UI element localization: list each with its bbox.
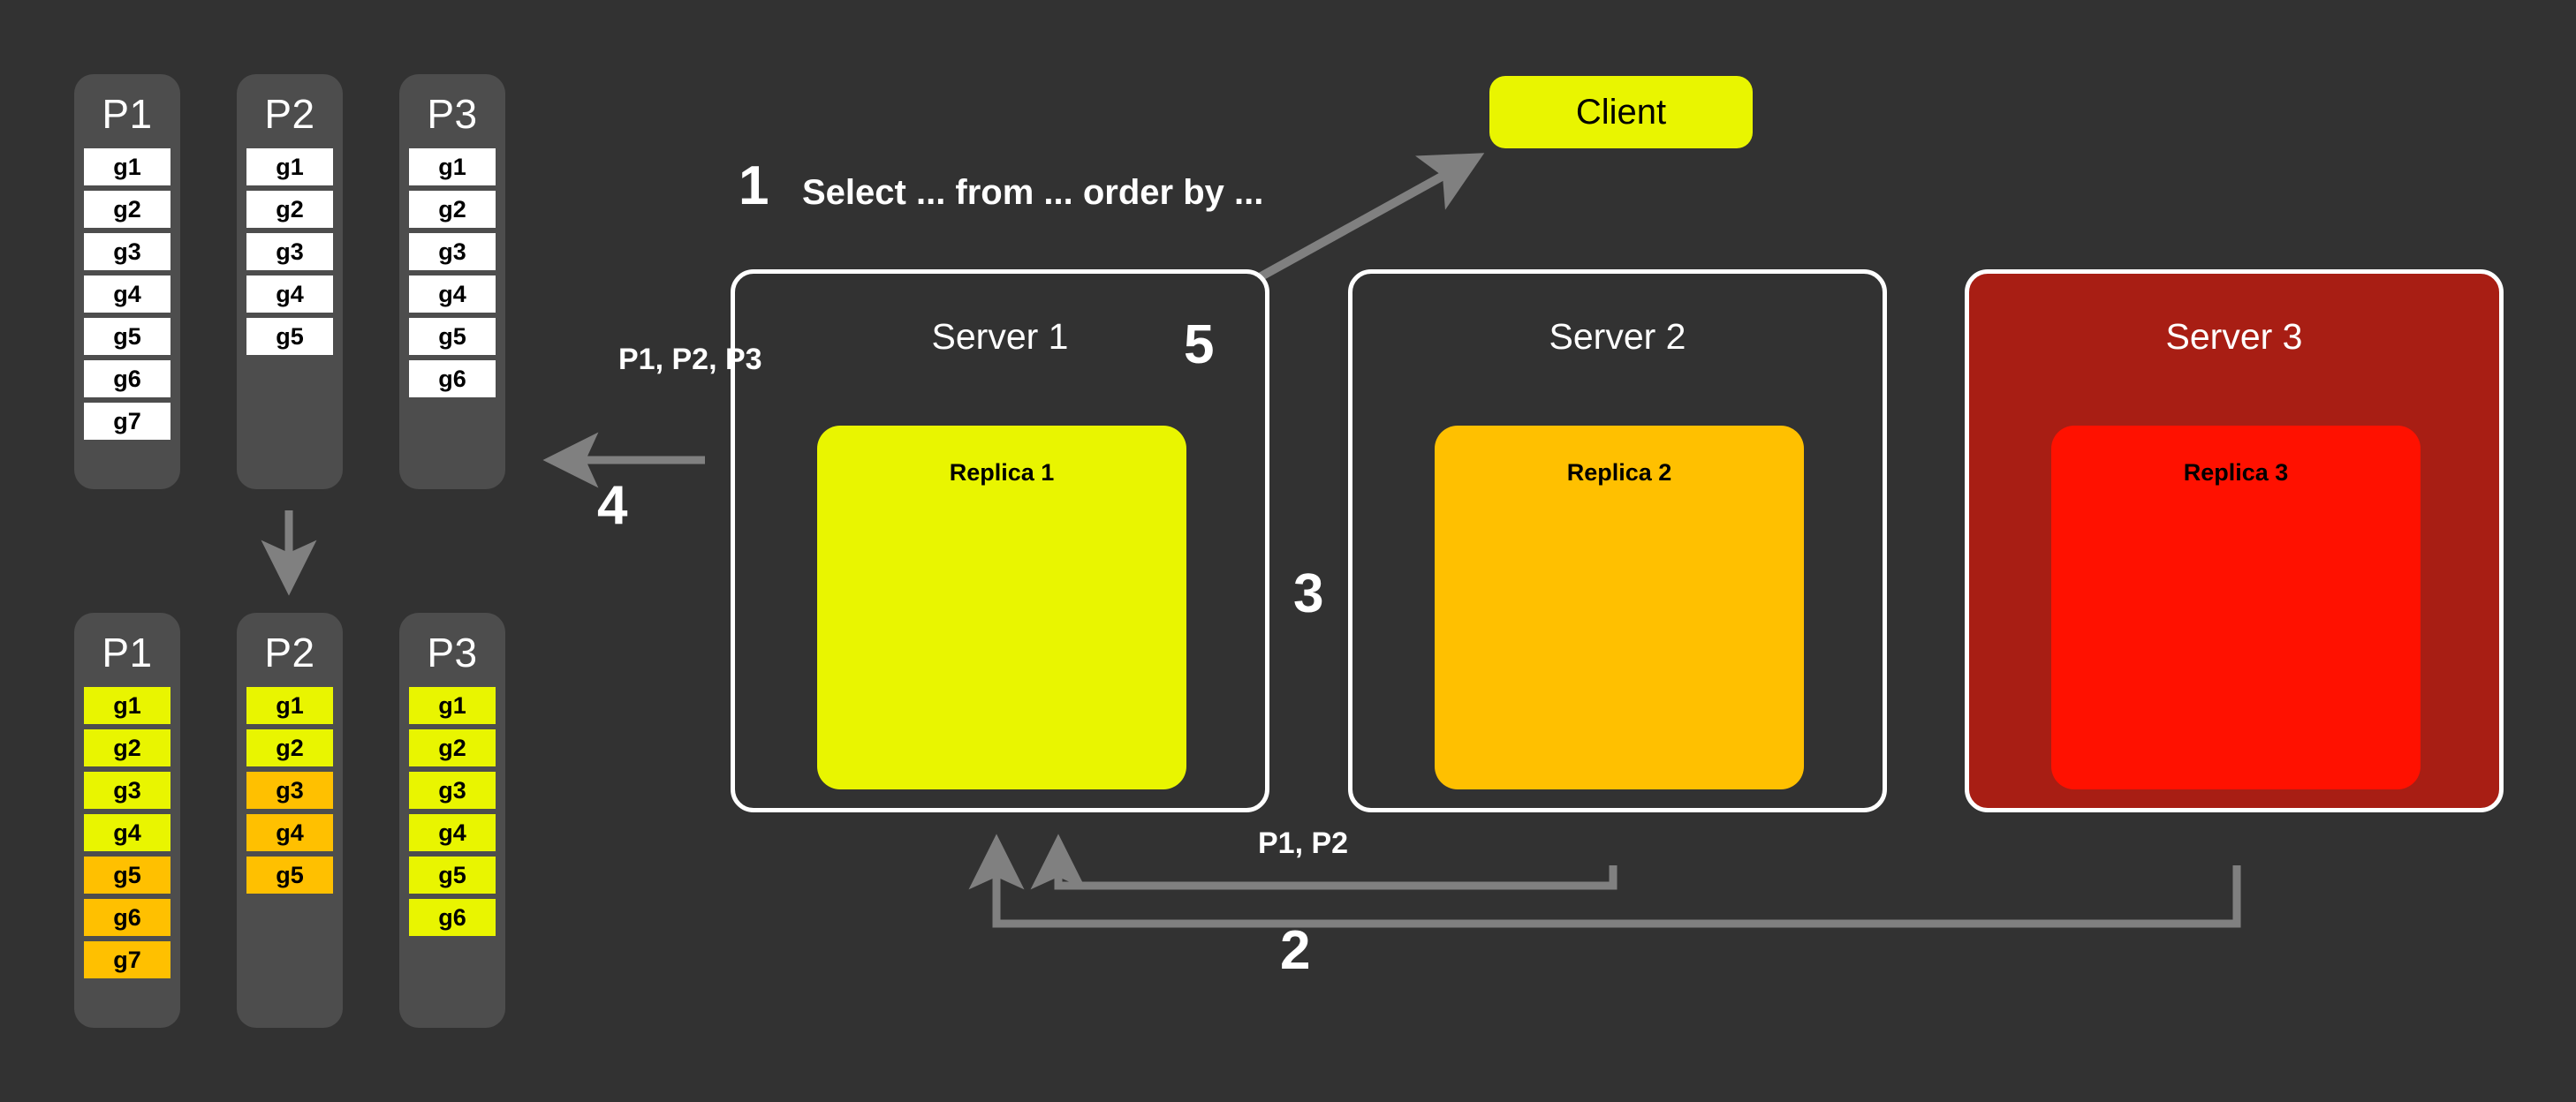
client-box[interactable]: Client	[1489, 76, 1753, 148]
partition-cell: g6	[409, 360, 496, 397]
replica-3-title: Replica 3	[2183, 459, 2289, 486]
partition-cell: g1	[84, 687, 170, 724]
arrow-step2-outer	[968, 834, 2241, 928]
partition-cell: g2	[246, 729, 333, 766]
partition-cell: g2	[246, 191, 333, 228]
partition-cell: g3	[84, 772, 170, 809]
partition-column-top-p2: P2 g1 g2 g3 g4 g5	[237, 74, 343, 489]
step-2-number: 2	[1280, 920, 1311, 981]
partition-cell: g2	[409, 191, 496, 228]
partition-cells: g1 g2 g3 g4 g5 g6	[399, 687, 505, 936]
partition-title: P1	[102, 91, 153, 137]
partition-cell: g4	[84, 276, 170, 313]
partition-cell: g2	[409, 729, 496, 766]
server-1-box[interactable]: Server 1 Replica 1	[731, 269, 1269, 812]
replica-1-title: Replica 1	[949, 459, 1055, 486]
partition-title: P2	[264, 91, 315, 137]
replica-3-box[interactable]: Replica 3	[2051, 426, 2421, 789]
partition-column-top-p1: P1 g1 g2 g3 g4 g5 g6 g7	[74, 74, 180, 489]
server-3-title: Server 3	[2165, 316, 2303, 357]
partition-cell: g1	[84, 148, 170, 185]
client-label: Client	[1575, 92, 1667, 132]
step-1-number: 1	[739, 155, 769, 216]
server-2-title: Server 2	[1549, 316, 1686, 357]
partition-title: P3	[427, 91, 478, 137]
step-1-query-text: Select ... from ... order by ...	[802, 173, 1264, 212]
partition-cell: g6	[84, 899, 170, 936]
partition-column-bottom-p2: P2 g1 g2 g3 g4 g5	[237, 613, 343, 1028]
partition-cells: g1 g2 g3 g4 g5 g6 g7	[74, 687, 180, 978]
partition-cell: g1	[409, 687, 496, 724]
partition-cell: g5	[84, 857, 170, 894]
partition-cell: g6	[84, 360, 170, 397]
partition-cell: g6	[409, 899, 496, 936]
partition-cells: g1 g2 g3 g4 g5 g6	[399, 148, 505, 397]
step-4-number: 4	[597, 475, 628, 536]
partition-cell: g4	[409, 814, 496, 851]
partition-title: P3	[427, 630, 478, 676]
partition-column-bottom-p1: P1 g1 g2 g3 g4 g5 g6 g7	[74, 613, 180, 1028]
partition-cell: g5	[246, 318, 333, 355]
partition-cell: g4	[84, 814, 170, 851]
partition-cell: g2	[84, 191, 170, 228]
partition-cells: g1 g2 g3 g4 g5 g6 g7	[74, 148, 180, 440]
partition-cell: g7	[84, 403, 170, 440]
server-3-box[interactable]: Server 3 Replica 3	[1965, 269, 2504, 812]
partition-title: P2	[264, 630, 315, 676]
edge-label-p1p2p3: P1, P2, P3	[618, 343, 762, 376]
partition-cell: g3	[246, 233, 333, 270]
partition-cells: g1 g2 g3 g4 g5	[237, 687, 343, 894]
partition-cell: g4	[246, 814, 333, 851]
server-1-title: Server 1	[931, 316, 1069, 357]
partition-cell: g5	[84, 318, 170, 355]
partition-title: P1	[102, 630, 153, 676]
partition-cell: g4	[246, 276, 333, 313]
partition-cell: g5	[409, 318, 496, 355]
partition-cell: g3	[409, 772, 496, 809]
partition-cell: g1	[246, 148, 333, 185]
partition-cell: g1	[246, 687, 333, 724]
partition-cell: g3	[409, 233, 496, 270]
step-3-number: 3	[1293, 563, 1324, 624]
partition-cell: g7	[84, 941, 170, 978]
server-2-box[interactable]: Server 2 Replica 2	[1348, 269, 1887, 812]
partition-cell: g2	[84, 729, 170, 766]
partition-cell: g3	[246, 772, 333, 809]
edge-label-p1p2: P1, P2	[1258, 826, 1349, 860]
step-5-number: 5	[1184, 314, 1215, 375]
partition-cell: g1	[409, 148, 496, 185]
partition-column-top-p3: P3 g1 g2 g3 g4 g5 g6	[399, 74, 505, 489]
replica-1-box[interactable]: Replica 1	[817, 426, 1186, 789]
replica-2-title: Replica 2	[1566, 459, 1672, 486]
partition-column-bottom-p3: P3 g1 g2 g3 g4 g5 g6	[399, 613, 505, 1028]
partition-cell: g5	[246, 857, 333, 894]
replica-2-box[interactable]: Replica 2	[1435, 426, 1804, 789]
partition-cell: g3	[84, 233, 170, 270]
partition-cell: g5	[409, 857, 496, 894]
partition-cell: g4	[409, 276, 496, 313]
partition-cells: g1 g2 g3 g4 g5	[237, 148, 343, 355]
